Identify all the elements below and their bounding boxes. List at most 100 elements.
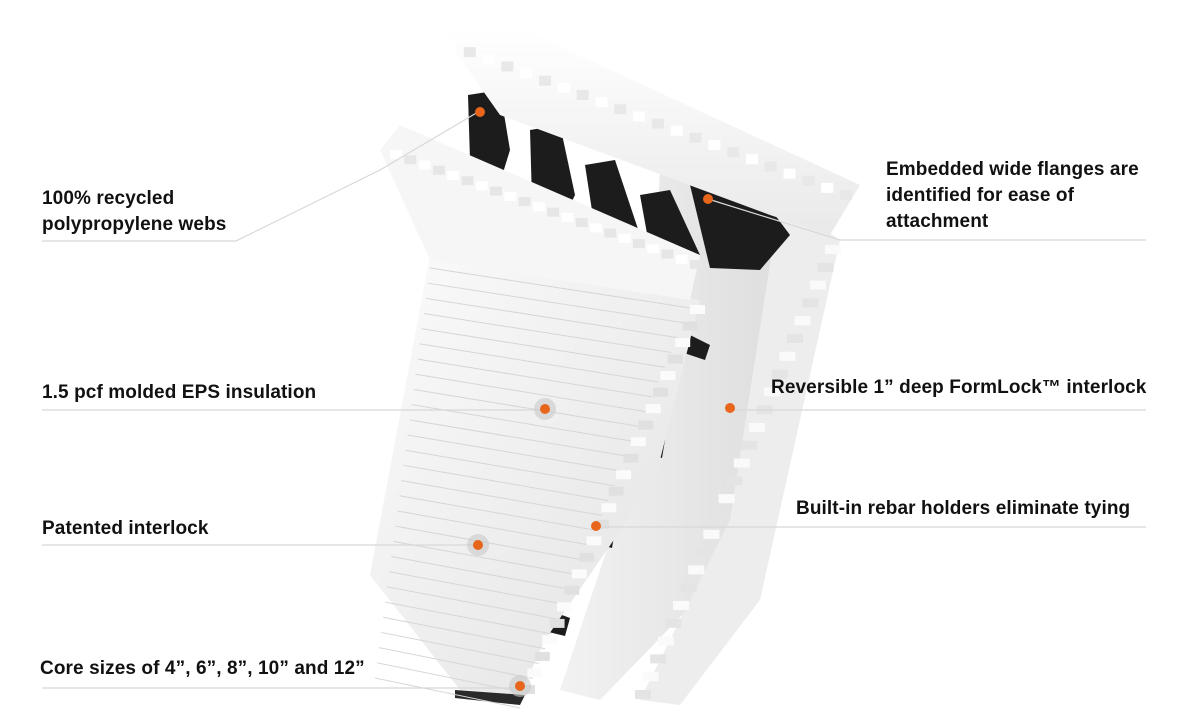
marker-eps <box>534 398 556 420</box>
marker-webs <box>475 107 485 117</box>
callout-flanges: Embedded wide flanges are identified for… <box>886 159 1139 232</box>
panel-groove <box>395 525 584 561</box>
interlock-tooth <box>749 423 765 432</box>
marker-flanges <box>703 194 713 204</box>
interlock-tooth <box>575 218 588 228</box>
callout-patented: Patented interlock <box>42 518 209 539</box>
panel-groove <box>405 449 615 487</box>
callout-eps: 1.5 pcf molded EPS insulation <box>42 382 317 403</box>
interlock-tooth <box>532 202 545 212</box>
callout-webs: 100% recycled polypropylene webs <box>42 188 227 235</box>
interlock-tooth <box>821 182 834 193</box>
interlock-tooth <box>475 181 488 191</box>
interlock-tooth <box>638 420 654 430</box>
interlock-tooth <box>787 334 803 343</box>
interlock-tooth <box>718 494 735 504</box>
interlock-tooth <box>604 228 617 238</box>
panel-groove <box>417 358 653 398</box>
interlock-tooth <box>418 160 431 170</box>
interlock-tooth <box>771 369 788 379</box>
interlock-tooth <box>708 140 721 150</box>
panel-groove <box>387 586 558 620</box>
interlock-tooth <box>794 316 811 326</box>
interlock-tooth <box>670 125 683 136</box>
interlock-tooth <box>579 552 595 562</box>
interlock-tooth <box>632 239 645 249</box>
marker-rebar <box>591 521 601 531</box>
panel-groove <box>423 313 672 353</box>
panel-groove <box>425 297 678 339</box>
interlock-tooth <box>673 601 689 610</box>
interlock-tooth <box>703 529 720 539</box>
interlock-tooth <box>809 280 826 290</box>
interlock-tooth <box>682 321 698 331</box>
interlock-tooth <box>601 503 617 513</box>
interlock-tooth <box>733 458 750 468</box>
interlock-tooth <box>390 150 402 159</box>
top-slab-teeth <box>390 40 852 269</box>
interlock-tooth <box>645 404 661 414</box>
interlock-tooth <box>539 75 552 86</box>
panel-groove <box>411 404 634 442</box>
interlock-tooth <box>527 668 543 678</box>
leader-webs <box>42 111 479 242</box>
panel-groove <box>419 343 659 383</box>
interlock-tooth <box>675 254 688 264</box>
leader-lines <box>42 111 1146 689</box>
interlock-tooth <box>653 387 669 397</box>
panel-groove <box>383 616 546 650</box>
interlock-tooth <box>695 547 712 557</box>
interlock-tooth <box>561 212 574 222</box>
interlock-tooth <box>445 40 457 50</box>
interlock-tooth <box>651 118 664 129</box>
interlock-tooth <box>608 486 624 496</box>
panel-groove <box>409 419 628 457</box>
callout-formlock: Reversible 1” deep FormLock™ interlock <box>771 377 1147 398</box>
panel-groove <box>403 464 609 502</box>
interlock-tooth <box>534 651 550 661</box>
interlock-tooth <box>802 298 819 308</box>
interlock-tooth <box>667 354 683 364</box>
panel-groove <box>407 434 621 472</box>
interlock-tooth <box>590 223 602 233</box>
interlock-tooth <box>779 351 796 361</box>
interlock-tooth <box>432 165 445 175</box>
interlock-tooth <box>650 654 667 664</box>
marker-core <box>509 675 531 697</box>
interlock-tooth <box>745 154 758 165</box>
interlock-tooth <box>542 635 558 645</box>
interlock-tooth <box>571 569 587 579</box>
interlock-tooth <box>447 170 460 180</box>
interlock-tooth <box>741 440 758 450</box>
interlock-tooth <box>840 190 852 200</box>
interlock-tooth <box>642 672 659 682</box>
interlock-tooth <box>675 338 691 348</box>
panel-groove <box>391 556 571 590</box>
panel-groove <box>415 373 647 413</box>
interlock-tooth <box>661 249 674 259</box>
interlock-tooth <box>817 262 834 272</box>
interlock-tooth <box>689 132 702 143</box>
front-panel-grooves <box>374 267 691 709</box>
interlock-tooth <box>690 305 705 314</box>
interlock-tooth <box>660 371 676 381</box>
panel-groove <box>429 267 691 309</box>
interlock-tooth <box>616 470 632 480</box>
callout-rebar: Built-in rebar holders eliminate tying <box>796 498 1131 519</box>
panel-groove <box>421 328 665 368</box>
interlock-tooth <box>665 618 682 628</box>
interlock-tooth <box>501 61 514 72</box>
interlock-tooth <box>647 244 660 254</box>
interlock-tooth <box>593 519 609 529</box>
interlock-tooth <box>690 260 702 269</box>
interlock-tooth <box>549 618 565 628</box>
callout-markers <box>467 107 735 697</box>
interlock-tooth <box>518 197 531 207</box>
interlock-tooth <box>633 111 646 122</box>
marker-formlock <box>725 403 735 413</box>
panel-groove <box>374 677 521 709</box>
interlock-tooth <box>688 565 705 575</box>
interlock-tooth <box>595 97 608 108</box>
panel-groove <box>389 571 565 605</box>
interlock-tooth <box>802 175 815 186</box>
